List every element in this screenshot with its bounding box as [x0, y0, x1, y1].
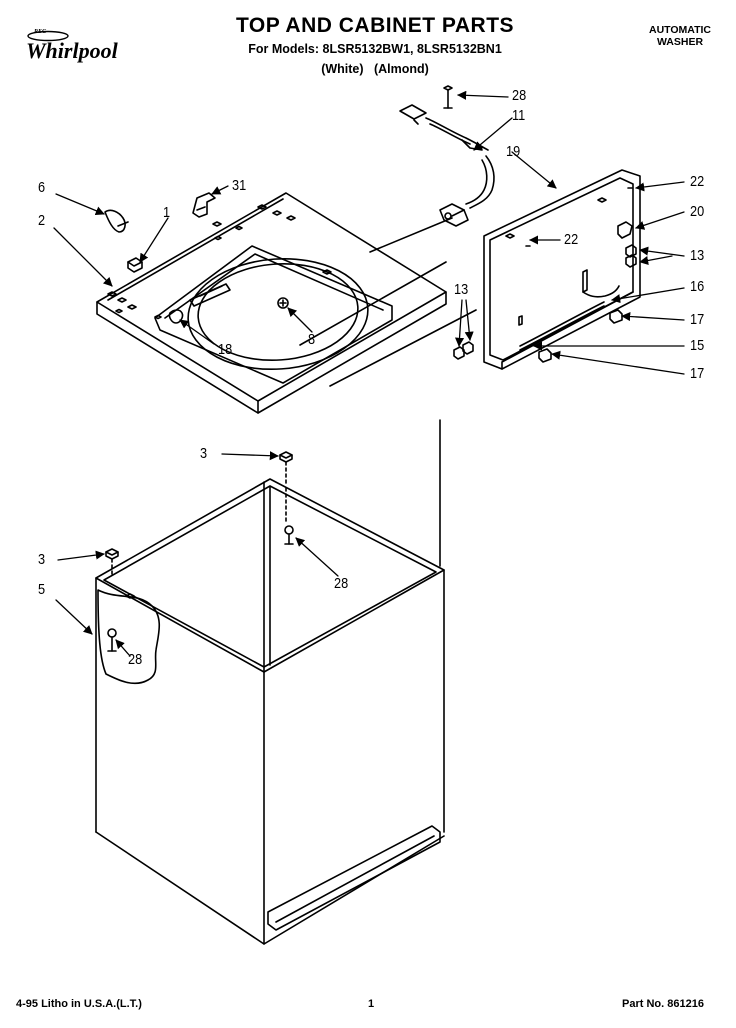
callout-17-upper: 17 — [690, 311, 705, 328]
whirlpool-logo — [27, 30, 69, 42]
callout-3-upper: 3 — [200, 445, 208, 462]
callout-28-top: 28 — [512, 87, 527, 104]
callout-18: 18 — [218, 341, 233, 358]
wire-harness — [399, 104, 495, 227]
callout-22-right: 22 — [690, 173, 705, 190]
callout-13-left: 13 — [454, 281, 469, 298]
callout-11: 11 — [512, 107, 526, 124]
product-line-washer: WASHER — [656, 36, 704, 48]
callout-3-lower: 3 — [38, 551, 46, 568]
callout-28-low: 28 — [128, 651, 143, 668]
callout-19: 19 — [506, 143, 521, 160]
product-line-automatic: AUTOMATIC — [648, 24, 712, 36]
callout-8: 8 — [308, 331, 316, 348]
litho-note: 4-95 Litho in U.S.A.(L.T.) — [16, 998, 142, 1010]
logo-reg-mark: REG — [34, 29, 47, 35]
leader-arrows — [53, 90, 685, 657]
assembly-leader-2 — [299, 261, 447, 346]
callout-20: 20 — [690, 203, 705, 220]
top-panel — [96, 192, 447, 414]
part-number: Part No. 861216 — [622, 998, 704, 1010]
callout-6: 6 — [38, 179, 46, 196]
callout-5: 5 — [38, 581, 46, 598]
callout-13-right: 13 — [690, 247, 705, 264]
brand-wordmark: Whirlpool — [26, 38, 118, 63]
callout-31: 31 — [232, 177, 247, 194]
callout-22-inner: 22 — [564, 231, 579, 248]
assembly-leader — [369, 217, 453, 253]
callout-1: 1 — [163, 204, 171, 221]
console-frame — [443, 85, 641, 370]
callout-16: 16 — [690, 278, 705, 295]
cabinet — [95, 419, 445, 945]
assembly-leader-3 — [329, 309, 477, 387]
colors-line: (White) (Almond) — [321, 62, 429, 76]
page-title: TOP AND CABINET PARTS — [235, 14, 515, 37]
callout-17-lower: 17 — [690, 365, 705, 382]
callout-2: 2 — [38, 212, 46, 229]
page-number: 1 — [368, 998, 375, 1010]
callout-28-mid: 28 — [334, 575, 349, 592]
callout-15: 15 — [690, 337, 705, 354]
models-line: For Models: 8LSR5132BW1, 8LSR5132BN1 — [248, 42, 502, 56]
